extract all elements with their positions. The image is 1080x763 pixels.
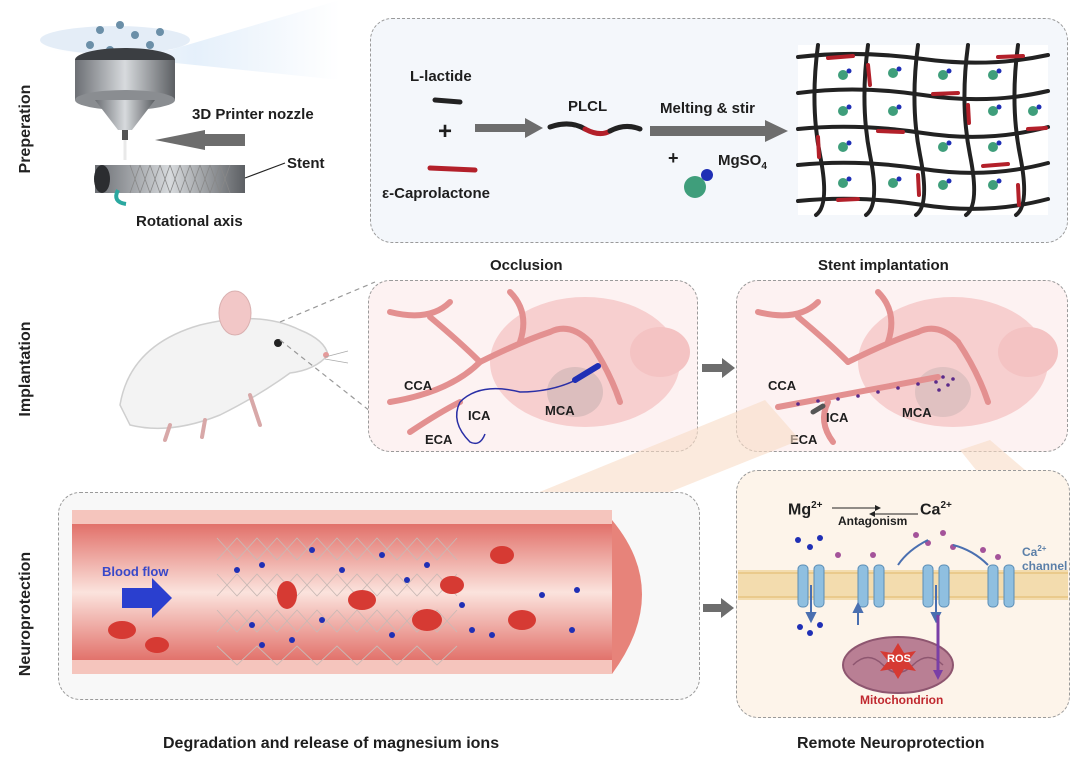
cell-membrane-diagram (738, 530, 1068, 694)
ca-channel-label: Ca2+ channel (1022, 544, 1067, 573)
caprolactone-label: ε-Caprolactone (382, 185, 490, 202)
mg-sup: 2+ (811, 500, 823, 511)
plcl-label: PLCL (568, 98, 608, 115)
occlusion-ica-label: ICA (468, 408, 491, 423)
blood-vessel-diagram (72, 510, 642, 674)
occlusion-title: Occlusion (490, 257, 563, 274)
stent-implantation-title: Stent implantation (818, 257, 949, 274)
mgso4-label: MgSO4 (718, 152, 767, 172)
additive-plus: + (668, 148, 679, 168)
antagonism-label: Antagonism (838, 514, 908, 528)
occlusion-eca-label: ECA (425, 432, 453, 447)
mitochondrion-label: Mitochondrion (860, 693, 944, 707)
channel-sup: 2+ (1037, 544, 1047, 553)
degradation-caption: Degradation and release of magnesium ion… (163, 735, 500, 752)
row-label-neuroprotection: Neuroprotection (17, 551, 34, 677)
ros-label: ROS (887, 653, 911, 665)
antagonism-arrows (832, 505, 918, 517)
ca-ion-label: Ca2+ (920, 500, 952, 519)
printer-nozzle-label: 3D Printer nozzle (192, 106, 314, 123)
occlusion-cca-label: CCA (404, 378, 433, 393)
mgso4-text: MgSO (718, 152, 762, 169)
remote-neuroprotection-caption: Remote Neuroprotection (797, 735, 985, 752)
channel-ca-text: Ca (1022, 545, 1038, 559)
blood-flow-label: Blood flow (102, 564, 169, 579)
monomer-icons (427, 97, 478, 173)
arrow-to-plcl (475, 118, 543, 138)
l-lactide-label: L-lactide (410, 68, 472, 85)
arrow-to-mesh (650, 120, 788, 142)
arrow-occlusion-to-stent (702, 358, 735, 378)
composite-mesh (796, 43, 1050, 217)
rotational-axis-label: Rotational axis (136, 213, 243, 230)
occlusion-brain-diagram (387, 289, 690, 445)
mg-text: Mg (788, 501, 812, 519)
melting-stir-label: Melting & stir (660, 100, 756, 117)
stent-brain-diagram (755, 289, 1058, 445)
stent-label: Stent (287, 155, 325, 172)
mgso4-sub: 4 (761, 161, 767, 172)
printer-nozzle-illustration (40, 0, 340, 206)
arrow-vessel-to-neuro (703, 598, 734, 618)
row-label-preparation: Preperation (17, 84, 34, 174)
stent-eca-label: ECA (790, 432, 818, 447)
rat-illustration (119, 290, 349, 442)
stent-mca-label: MCA (902, 405, 932, 420)
ca-text: Ca (920, 501, 941, 519)
mgso4-molecule-icon (684, 169, 713, 198)
plcl-chain (547, 121, 643, 137)
ca-sup: 2+ (940, 500, 952, 511)
stent-ica-label: ICA (826, 410, 849, 425)
row-label-implantation: Implantation (17, 321, 34, 417)
zoom-lines (279, 281, 376, 416)
channel-word: channel (1022, 559, 1068, 573)
occlusion-mca-label: MCA (545, 403, 575, 418)
plus-sign: + (438, 118, 453, 145)
mg-ion-label: Mg2+ (788, 500, 823, 519)
stent-cca-label: CCA (768, 378, 797, 393)
